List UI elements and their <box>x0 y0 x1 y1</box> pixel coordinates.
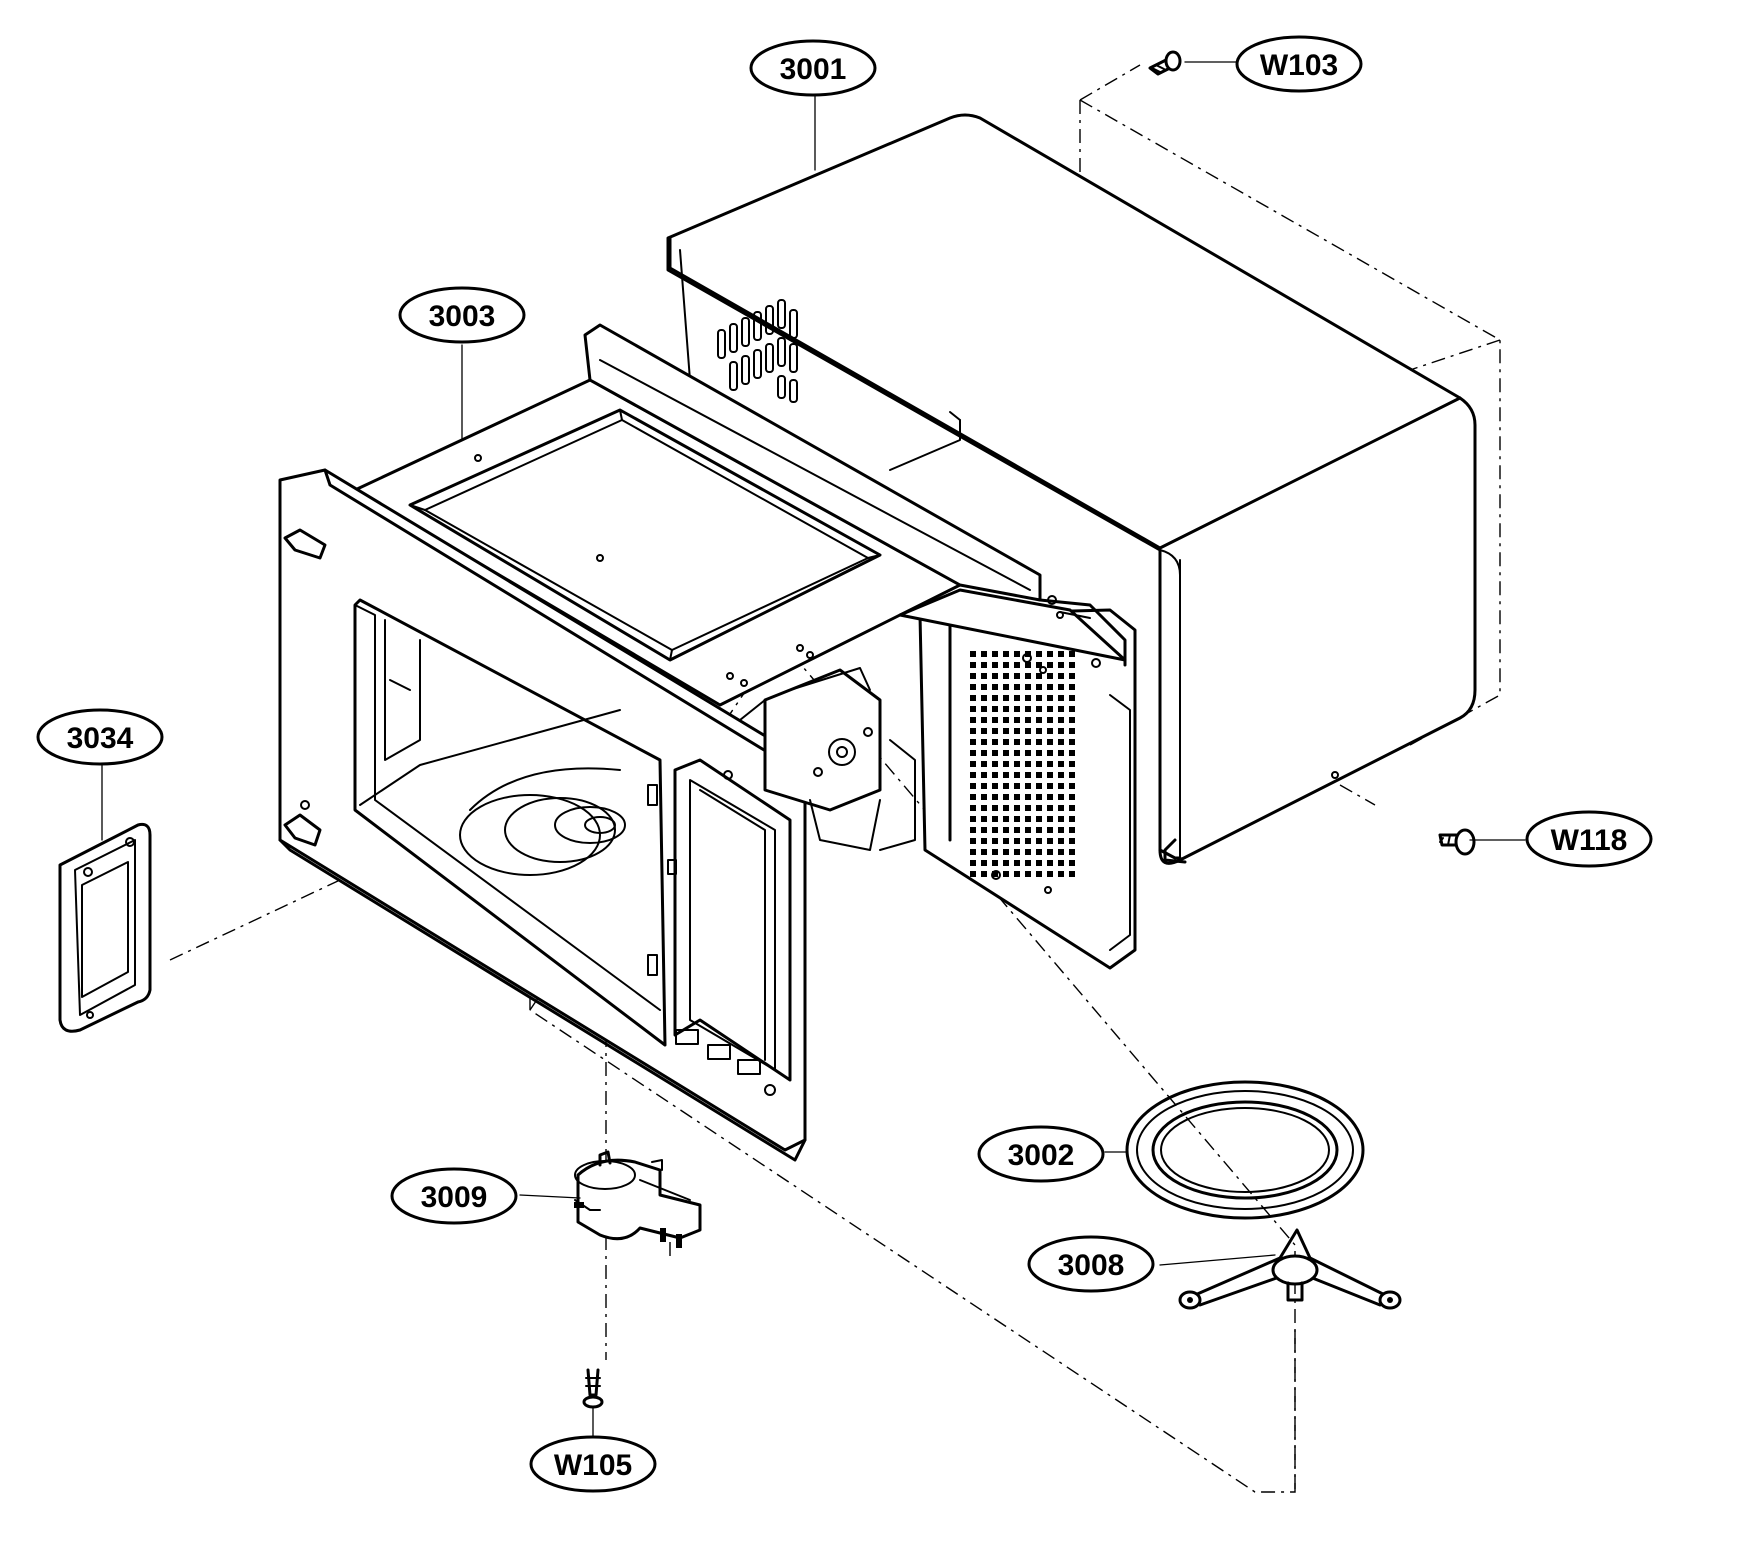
oven-cavity-3003 <box>278 323 1137 1162</box>
callout-3009[interactable]: 3009 <box>390 1167 518 1225</box>
callout-leaders <box>101 61 1526 1266</box>
callout-W103[interactable]: W103 <box>1235 35 1363 93</box>
callout-3034[interactable]: 3034 <box>36 708 164 766</box>
screw-W118 <box>1438 828 1476 856</box>
callout-label-3002: 3002 <box>1008 1139 1075 1172</box>
callout-3008[interactable]: 3008 <box>1027 1235 1155 1293</box>
roller-guide-3008 <box>1178 1228 1402 1310</box>
screw-W105 <box>582 1368 604 1441</box>
outer-case-3001 <box>666 113 1477 865</box>
callout-label-W103: W103 <box>1260 49 1338 82</box>
waveguide-cover-3034 <box>58 823 152 1033</box>
turntable-tray-3002 <box>1125 1080 1365 1220</box>
callout-label-3003: 3003 <box>429 300 496 333</box>
callout-3003[interactable]: 3003 <box>398 286 526 344</box>
screw-W103 <box>1148 50 1182 76</box>
callout-label-3034: 3034 <box>67 722 134 755</box>
callout-label-W105: W105 <box>554 1449 632 1482</box>
callout-3001[interactable]: 3001 <box>749 39 877 97</box>
callout-3002[interactable]: 3002 <box>977 1125 1105 1183</box>
side-panel-perforations <box>965 650 1075 880</box>
drive-motor-3009 <box>574 1150 702 1248</box>
case-vent-slots <box>717 299 798 403</box>
callout-label-3001: 3001 <box>780 53 847 86</box>
callout-label-3009: 3009 <box>421 1181 488 1214</box>
callout-W118[interactable]: W118 <box>1525 810 1653 868</box>
callout-label-W118: W118 <box>1551 824 1628 857</box>
callout-label-3008: 3008 <box>1058 1249 1125 1282</box>
callout-W105[interactable]: W105 <box>529 1435 657 1493</box>
